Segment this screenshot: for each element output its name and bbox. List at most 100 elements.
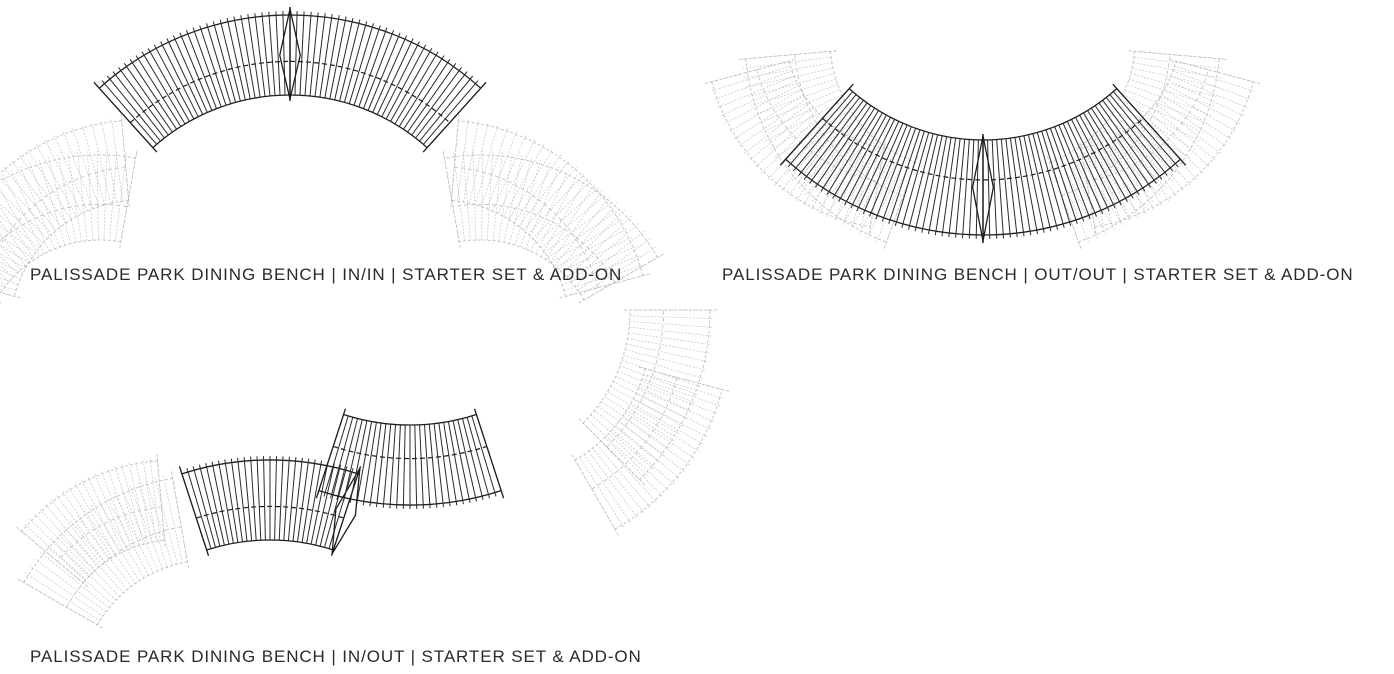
bench-slat (787, 91, 853, 168)
bench-slat (1130, 73, 1217, 98)
bench-slat (453, 152, 466, 242)
bench-slat (233, 16, 251, 99)
bench-slat (128, 461, 148, 544)
bench-slat (101, 119, 117, 203)
bench-slat (309, 12, 319, 97)
bench-slat (80, 478, 120, 554)
bench-center-rail (606, 309, 664, 448)
bench-slat (154, 477, 178, 565)
bench-slat (114, 465, 140, 546)
bench-slat (928, 136, 948, 235)
bench-end-cap (737, 50, 837, 60)
bench-diagram-in-out (15, 309, 730, 629)
bench-slat (838, 114, 887, 203)
bench-slat (1111, 114, 1185, 166)
bench-inner-edge (0, 239, 121, 295)
bench-slat (0, 292, 15, 297)
bench-end-cap (1112, 83, 1187, 166)
bench-slat (1094, 105, 1152, 188)
bench-slat (424, 424, 431, 509)
bench-slat (941, 138, 957, 237)
bench-slat (798, 97, 861, 176)
bench-slat (802, 133, 846, 207)
bench-inner-edge (1080, 60, 1177, 149)
bench-slat (310, 461, 329, 545)
bench-slat (728, 89, 802, 133)
bench-slat (452, 420, 471, 504)
bench-slat (629, 326, 713, 337)
bench-slat (508, 148, 554, 220)
bench-slat (1069, 152, 1115, 230)
bench-slat (1163, 89, 1237, 133)
bench-slat (121, 463, 144, 545)
bench-slat (67, 486, 113, 558)
bench-slat (324, 466, 348, 548)
bench-outer-edge (711, 81, 871, 228)
bench-slat (486, 151, 493, 241)
bench-slat (275, 11, 281, 96)
starter-segment-left (779, 83, 984, 243)
bench-slat (129, 485, 163, 570)
bench-inner-edge (97, 561, 188, 626)
bench-slat (1064, 155, 1107, 235)
bench-connector-leg (279, 8, 301, 100)
bench-slat (0, 225, 36, 253)
bench-slat (336, 418, 358, 501)
bench-center-rail (982, 117, 1144, 181)
bench-slat (621, 416, 691, 466)
bench-slat (330, 417, 354, 499)
bench-end-cap (330, 466, 362, 556)
bench-slat (362, 422, 377, 506)
bench-slat (114, 152, 127, 242)
bench-slat (996, 139, 1004, 239)
bench-slat (856, 121, 900, 212)
bench-slat (826, 110, 879, 196)
bench-slat (641, 378, 722, 407)
bench-slat (240, 15, 256, 99)
bench-slat (1170, 75, 1249, 109)
bench-slat (1122, 94, 1204, 133)
bench-slat (443, 422, 458, 506)
bench-slat (71, 126, 100, 207)
bench-slat (1131, 67, 1219, 88)
bench-slat (376, 423, 387, 508)
bench-slat (457, 117, 469, 202)
bench-slat (226, 17, 246, 101)
bench-slat (428, 424, 438, 508)
bench-slat (1058, 124, 1097, 217)
bench-slat (588, 450, 639, 520)
bench-connector-leg (971, 135, 995, 242)
bench-slat (1075, 117, 1122, 206)
bench-slat (463, 119, 479, 203)
bench-slat (627, 338, 711, 354)
bench-slat (1009, 138, 1025, 237)
bench-slat (0, 215, 40, 249)
bench-slat (2, 174, 45, 254)
bench-center-rail (56, 506, 162, 562)
bench-outer-edge (458, 120, 644, 276)
bench-slat (149, 457, 161, 541)
starter-segment-out (315, 408, 505, 509)
bench-slat (608, 433, 670, 492)
bench-slat (268, 11, 276, 96)
bench-slat (198, 464, 221, 547)
bench-slat (376, 38, 414, 115)
bench-end-cap (1047, 156, 1082, 250)
bench-slat (544, 202, 613, 253)
bench-slat (29, 162, 61, 248)
starter-segment-left (93, 7, 291, 153)
bench-slat (324, 15, 340, 99)
bench-slat (948, 138, 961, 238)
bench-slat (44, 138, 83, 214)
bench-slat (1071, 119, 1116, 209)
bench-slat (135, 55, 182, 127)
bench-slat (814, 105, 872, 188)
bench-end-cap (93, 81, 158, 153)
bench-slat (604, 437, 664, 498)
starter-segment-in (178, 456, 362, 556)
bench-slat (462, 418, 484, 501)
bench-slat (809, 102, 868, 184)
bench-end-cap (119, 150, 138, 248)
bench-slat (583, 454, 632, 524)
bench-slat (334, 17, 354, 101)
